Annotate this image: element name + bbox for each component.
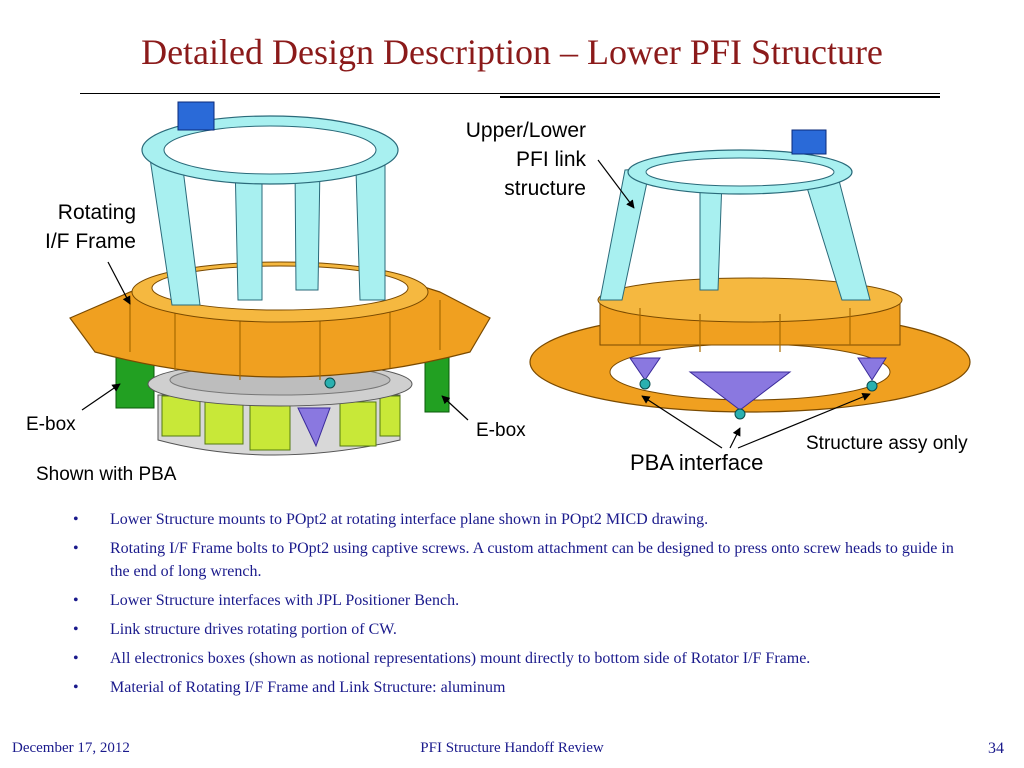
bullet-item: • Rotating I/F Frame bolts to POpt2 using… (60, 537, 960, 583)
bullet-text: Material of Rotating I/F Frame and Link … (110, 679, 506, 696)
bullet-text: All electronics boxes (shown as notional… (110, 650, 811, 667)
pba-interface-cones (688, 371, 792, 411)
page-number: 34 (988, 740, 1004, 757)
bullet-item: • Lower Structure interfaces with JPL Pos… (60, 589, 960, 612)
bullet-item: • All electronics boxes (shown as notiona… (60, 647, 960, 670)
label-rotating-frame-line1: Rotating (57, 201, 136, 224)
bullet-text: Lower Structure interfaces with JPL Posi… (110, 592, 460, 609)
label-pba-interface: PBA interface (630, 450, 764, 475)
arrow-link-structure (597, 159, 635, 209)
slide-title: Detailed Design Description – Lower PFI … (141, 32, 883, 72)
label-ebox-right: E-box (476, 420, 526, 441)
arrow-ebox-right (441, 395, 469, 421)
arrow-rotating-frame (107, 261, 131, 305)
bullet-item: • Material of Rotating I/F Frame and Link… (60, 676, 960, 699)
arrow-ebox-left (81, 383, 121, 411)
right-assembly-render (529, 129, 971, 420)
label-structure-assy-only: Structure assy only (806, 433, 968, 454)
structure-figure (69, 101, 971, 456)
bullet-text: Rotating I/F Frame bolts to POpt2 using … (110, 540, 954, 580)
bullet-list: • Lower Structure mounts to POpt2 at rota… (60, 508, 960, 705)
pba-cone-left (297, 407, 331, 448)
arrow-pba-3 (737, 392, 871, 449)
bullet-text: Link structure drives rotating portion o… (110, 621, 397, 638)
label-ebox-left: E-box (26, 414, 76, 435)
label-link-line3: structure (504, 177, 586, 200)
label-shown-with-pba: Shown with PBA (36, 464, 177, 485)
bullet-glyph: • (73, 679, 79, 696)
top-blue-box-right (791, 129, 827, 155)
label-rotating-frame-line2: I/F Frame (44, 230, 136, 253)
top-blue-box-left (177, 101, 215, 131)
title-divider-thick (500, 96, 940, 98)
bullet-glyph: • (73, 540, 79, 557)
arrow-pba-1 (641, 395, 723, 449)
label-link-line2: PFI link (515, 148, 586, 171)
bullet-glyph: • (73, 621, 79, 638)
label-link-line1: Upper/Lower (465, 119, 586, 142)
title-divider-thin (80, 93, 940, 94)
left-assembly-render (69, 101, 491, 456)
bullet-text: Lower Structure mounts to POpt2 at rotat… (110, 511, 709, 528)
bullet-glyph: • (73, 511, 79, 528)
bullet-item: • Lower Structure mounts to POpt2 at rota… (60, 508, 960, 531)
bullet-glyph: • (73, 650, 79, 667)
footer-title: PFI Structure Handoff Review (420, 740, 604, 756)
bullet-item: • Link structure drives rotating portion … (60, 618, 960, 641)
label-rotating-frame: Rotating I/F Frame (24, 198, 136, 256)
footer-date: December 17, 2012 (12, 740, 130, 756)
label-link-structure: Upper/Lower PFI link structure (430, 116, 586, 203)
arrow-pba-2 (729, 427, 741, 449)
bullet-glyph: • (73, 592, 79, 609)
